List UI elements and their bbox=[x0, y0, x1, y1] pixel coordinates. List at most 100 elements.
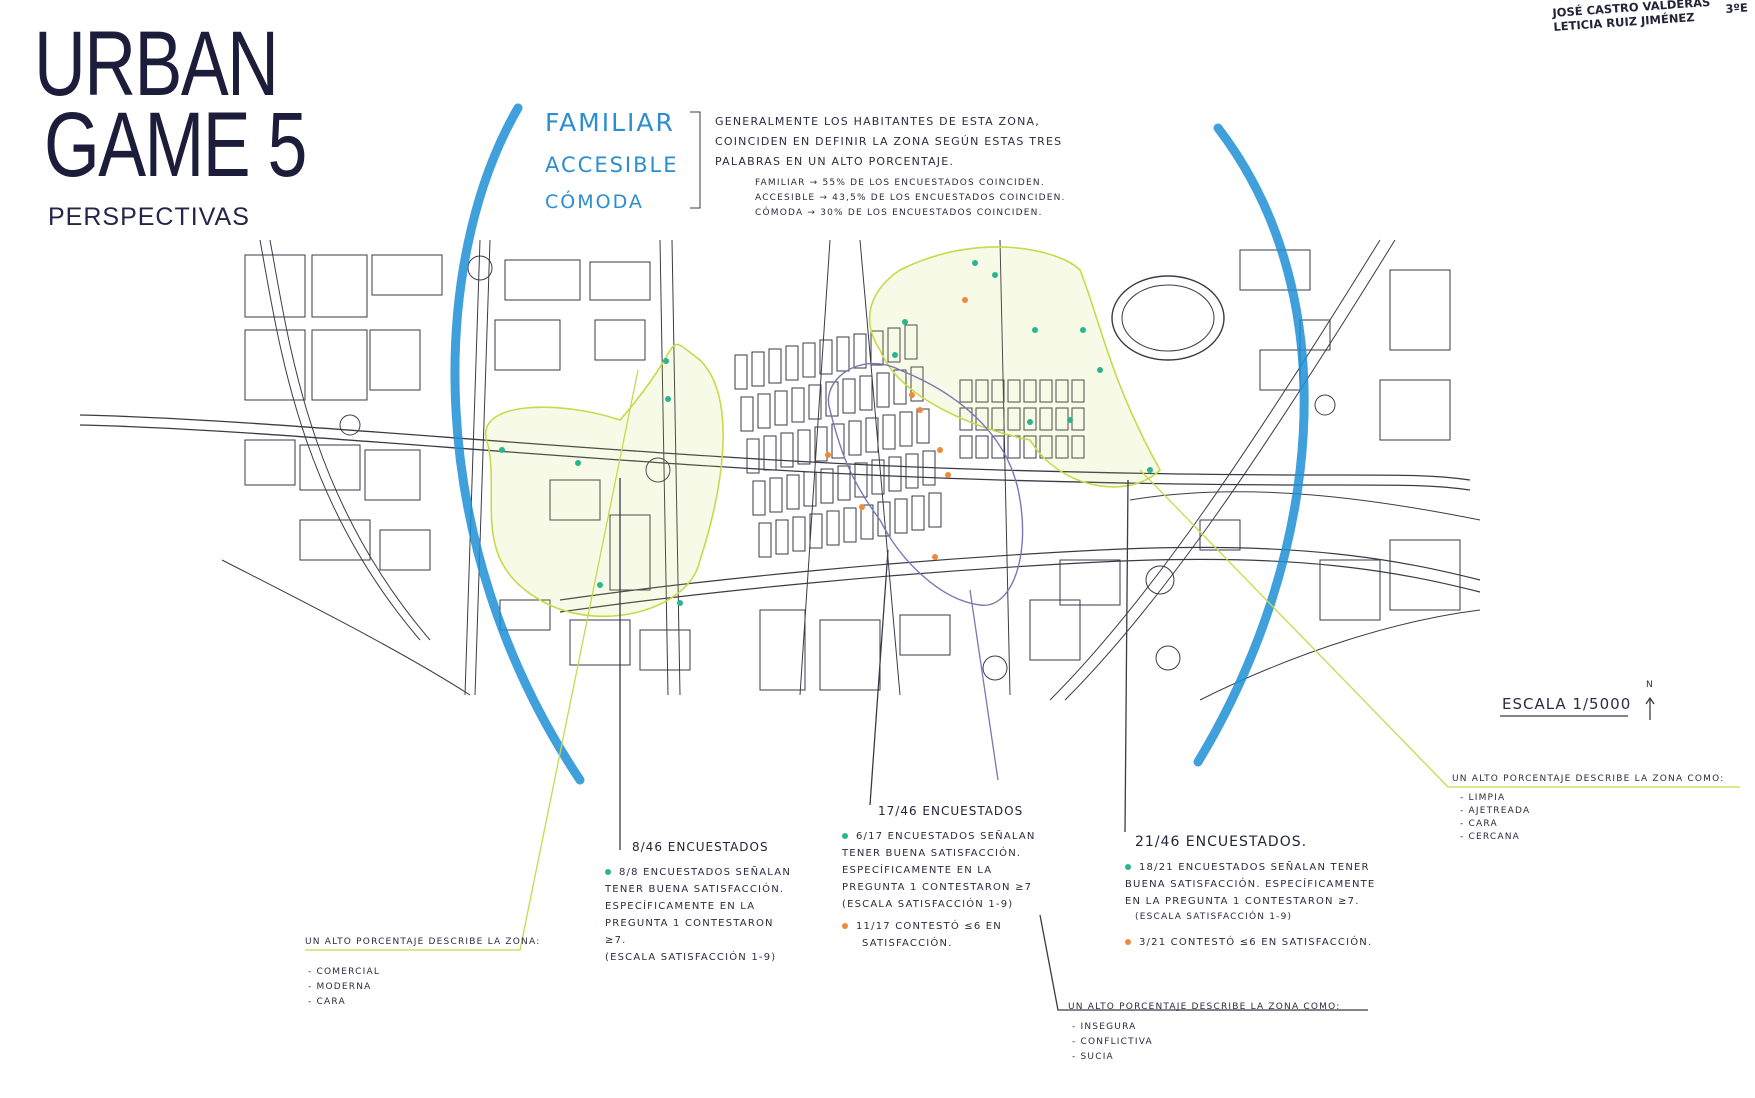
city-block bbox=[752, 480, 766, 516]
city-block bbox=[758, 522, 772, 558]
zone-c-words: LIMPIA AJETREADA CARA CERCANA bbox=[1460, 792, 1530, 844]
city-block bbox=[975, 407, 989, 431]
city-block bbox=[792, 516, 806, 552]
zone-c-count: 21/46 ENCUESTADOS. bbox=[1135, 834, 1308, 850]
map-base bbox=[79, 239, 1482, 701]
city-block bbox=[774, 390, 788, 426]
city-block bbox=[1023, 379, 1037, 403]
city-block bbox=[820, 468, 834, 504]
city-block bbox=[910, 366, 924, 402]
city-block bbox=[831, 423, 845, 459]
city-block bbox=[836, 336, 850, 372]
zone-b-count: 17/46 ENCUESTADOS bbox=[878, 804, 1024, 818]
zone-c-green: 18/21 ENCUESTADOS SEÑALAN TENER BUENA SA… bbox=[1125, 862, 1376, 922]
city-block bbox=[1055, 379, 1069, 403]
city-block bbox=[734, 354, 748, 390]
zone-b-green: 6/17 ENCUESTADOS SEÑALAN TENER BUENA SAT… bbox=[842, 831, 1036, 910]
city-block bbox=[991, 435, 1005, 459]
city-block bbox=[904, 324, 918, 360]
word-conflictiva: CONFLICTIVA bbox=[1072, 1035, 1153, 1050]
city-block bbox=[785, 345, 799, 381]
city-block bbox=[1023, 407, 1037, 431]
zone-a-count: 8/46 ENCUESTADOS bbox=[632, 840, 769, 854]
city-block bbox=[740, 396, 754, 432]
orange-dot-icon bbox=[842, 923, 848, 929]
city-block bbox=[899, 411, 913, 447]
north-arrow-icon bbox=[1645, 696, 1655, 720]
city-block bbox=[814, 426, 828, 462]
stat-comoda: CÓMODA → 30% DE LOS ENCUESTADOS COINCIDE… bbox=[755, 208, 1043, 218]
city-block bbox=[843, 507, 857, 543]
subtitle: PERSPECTIVAS bbox=[48, 203, 250, 231]
city-block bbox=[916, 408, 930, 444]
north-label: N bbox=[1646, 680, 1653, 690]
keywords: FAMILIAR ACCESIBLE CÓMODA bbox=[545, 108, 679, 213]
word-sucia: SUCIA bbox=[1072, 1050, 1153, 1065]
blue-arc-right bbox=[1193, 123, 1309, 767]
city-block bbox=[809, 513, 823, 549]
city-block bbox=[959, 435, 973, 459]
word-comercial: COMERCIAL bbox=[308, 965, 380, 980]
city-block bbox=[746, 438, 760, 474]
city-block bbox=[768, 348, 782, 384]
keyword-1: FAMILIAR bbox=[545, 108, 675, 137]
zone-c-describe: UN ALTO PORCENTAJE DESCRIBE LA ZONA COMO… bbox=[1452, 774, 1725, 784]
city-block bbox=[1071, 379, 1085, 403]
intro-text: GENERALMENTE LOS HABITANTES DE ESTA ZONA… bbox=[715, 112, 1062, 172]
city-block bbox=[859, 375, 873, 411]
city-block bbox=[991, 379, 1005, 403]
city-block bbox=[775, 519, 789, 555]
city-block bbox=[928, 492, 942, 528]
city-block bbox=[769, 477, 783, 513]
city-block bbox=[922, 450, 936, 486]
city-block bbox=[757, 393, 771, 429]
city-block bbox=[1023, 435, 1037, 459]
leader-lines bbox=[305, 369, 1740, 1011]
city-block bbox=[1039, 435, 1053, 459]
word-cara: CARA bbox=[308, 995, 380, 1010]
city-block bbox=[865, 417, 879, 453]
intro-line-1: GENERALMENTE LOS HABITANTES DE ESTA ZONA… bbox=[715, 115, 1040, 128]
city-block bbox=[826, 510, 840, 546]
city-block bbox=[876, 372, 890, 408]
city-block bbox=[848, 420, 862, 456]
city-block bbox=[905, 453, 919, 489]
zone-a-green: 8/8 ENCUESTADOS SEÑALAN TENER BUENA SATI… bbox=[605, 867, 792, 963]
city-block bbox=[1071, 435, 1085, 459]
city-block bbox=[894, 498, 908, 534]
city-block bbox=[763, 435, 777, 471]
city-block bbox=[791, 387, 805, 423]
keyword-2: ACCESIBLE bbox=[545, 153, 679, 177]
city-block bbox=[887, 327, 901, 363]
title-line-1: URBAN bbox=[34, 13, 279, 115]
intro-stats: FAMILIAR → 55% DE LOS ENCUESTADOS COINCI… bbox=[755, 176, 1066, 221]
city-block bbox=[1039, 379, 1053, 403]
orange-dot-icon bbox=[1125, 939, 1131, 945]
city-block bbox=[780, 432, 794, 468]
city-block bbox=[786, 474, 800, 510]
city-block bbox=[1007, 379, 1021, 403]
stat-familiar: FAMILIAR → 55% DE LOS ENCUESTADOS COINCI… bbox=[755, 178, 1045, 188]
scale-label: ESCALA 1/5000 bbox=[1502, 695, 1632, 713]
word-cercana: CERCANA bbox=[1460, 831, 1530, 844]
city-block bbox=[853, 333, 867, 369]
city-block bbox=[842, 378, 856, 414]
city-block bbox=[751, 351, 765, 387]
zone-a-describe: UN ALTO PORCENTAJE DESCRIBE LA ZONA: bbox=[305, 937, 541, 947]
city-block bbox=[808, 384, 822, 420]
zone-b-words: INSEGURA CONFLICTIVA SUCIA bbox=[1072, 1020, 1153, 1065]
city-block bbox=[837, 465, 851, 501]
title-line-2: GAME 5 bbox=[44, 94, 307, 196]
word-moderna: MODERNA bbox=[308, 980, 380, 995]
stat-accesible: ACCESIBLE → 43,5% DE LOS ENCUESTADOS COI… bbox=[755, 193, 1066, 203]
word-insegura: INSEGURA bbox=[1072, 1020, 1153, 1035]
intro-line-3: PALABRAS EN UN ALTO PORCENTAJE. bbox=[715, 155, 955, 168]
city-block bbox=[1055, 435, 1069, 459]
keyword-3: CÓMODA bbox=[545, 191, 644, 213]
intro-line-2: COINCIDEN EN DEFINIR LA ZONA SEGÚN ESTAS… bbox=[715, 135, 1063, 148]
city-block bbox=[975, 435, 989, 459]
word-ajetreada: AJETREADA bbox=[1460, 805, 1530, 818]
city-block bbox=[959, 379, 973, 403]
zone-c-orange: 3/21 CONTESTÓ ≤6 EN SATISFACCIÓN. bbox=[1125, 934, 1372, 951]
